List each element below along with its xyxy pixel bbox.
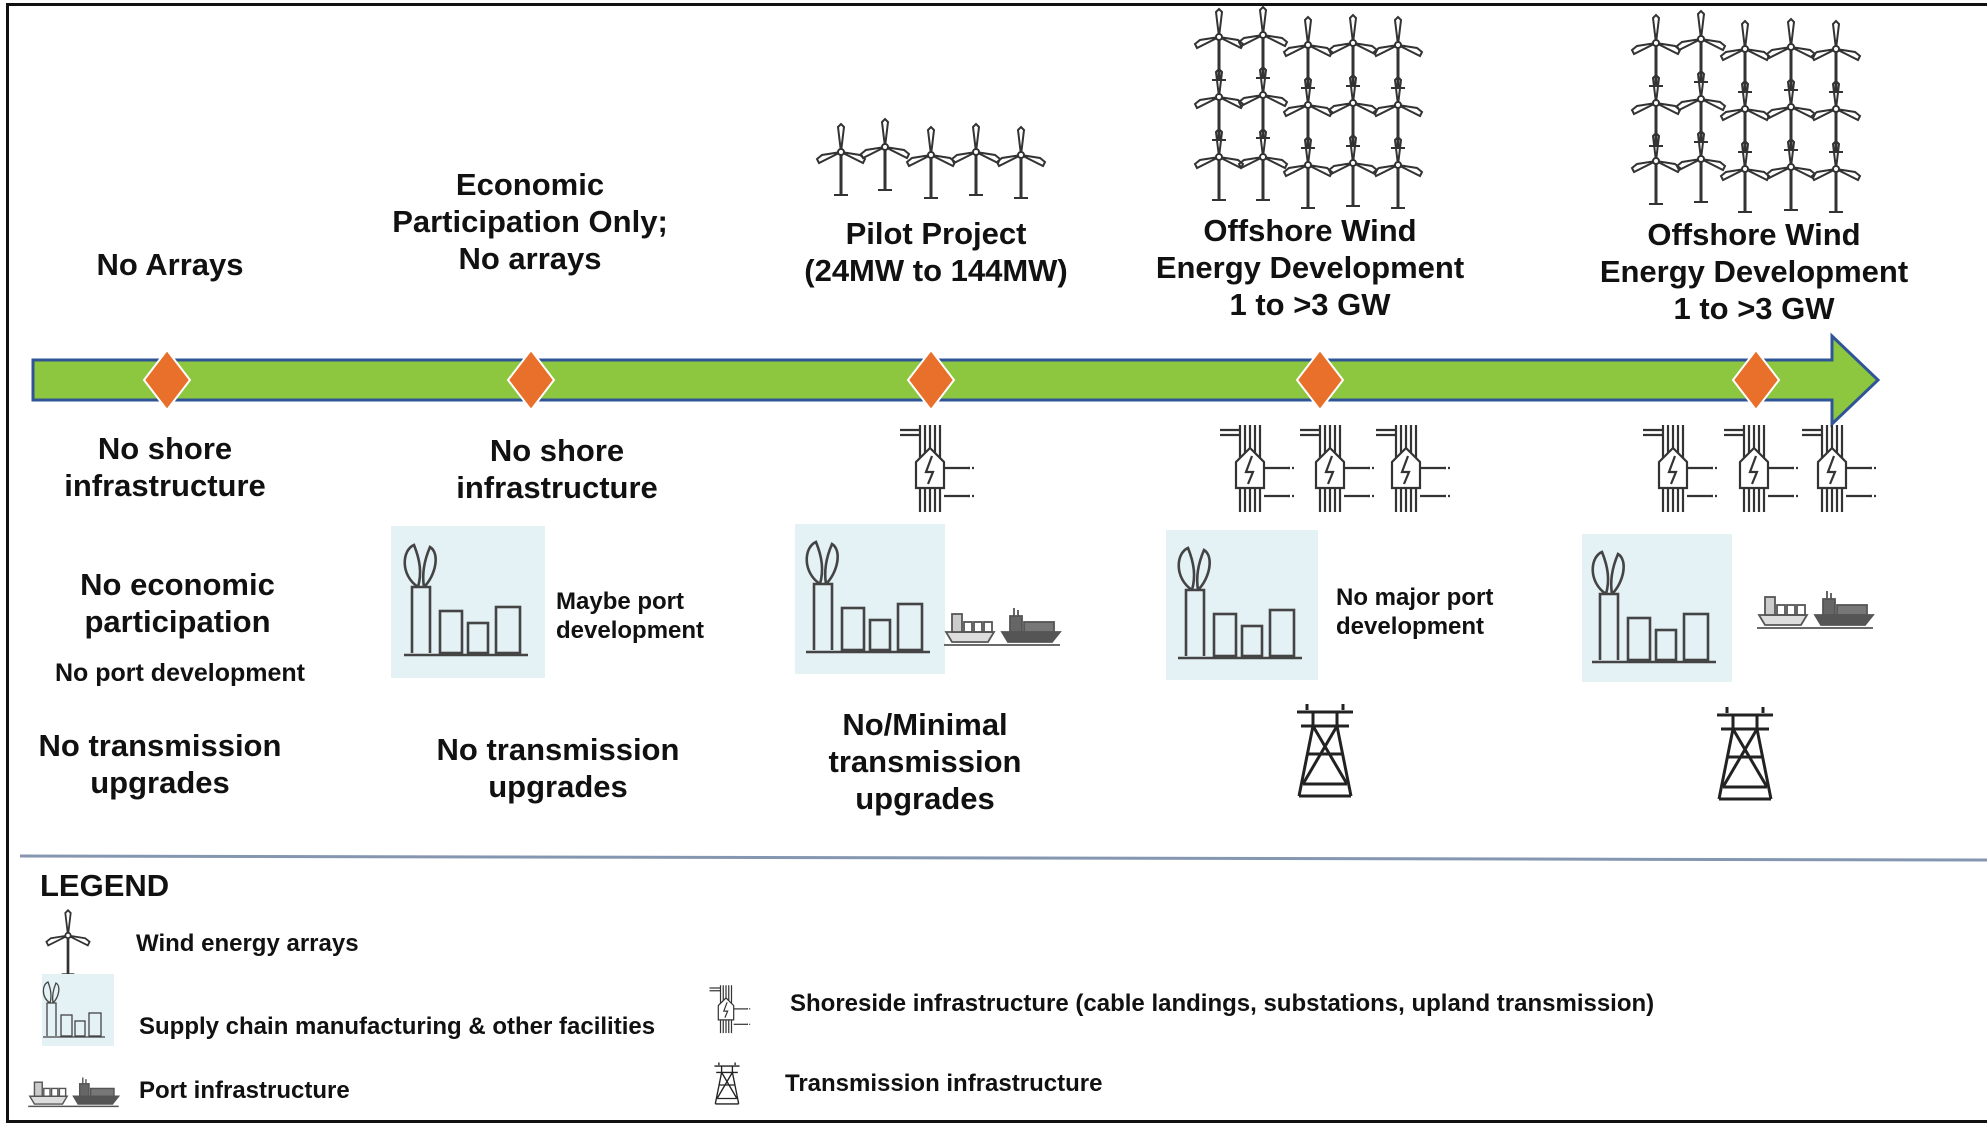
legend-label-port: Port infrastructure (139, 1077, 350, 1104)
stage-4-port-text: No major port development (1336, 584, 1494, 640)
stage-3-title: Pilot Project (24MW to 144MW) (804, 216, 1068, 289)
stage-1-shore-text: No shore infrastructure (64, 431, 266, 504)
stage-1-economic-text: No economic participation (80, 567, 275, 640)
substation-group-development-1 (1218, 423, 1452, 514)
stage-2-title: Economic Participation Only; No arrays (392, 167, 668, 277)
stage-1-port-text: No port development (54, 659, 305, 687)
factory-stage-2 (391, 526, 545, 678)
ships-stage-3 (943, 607, 1061, 646)
wind-array-development-2 (1630, 9, 1862, 214)
stage-2-port-text: Maybe port development (556, 588, 705, 644)
stage-4-title: Offshore Wind Energy Development 1 to >3… (1155, 213, 1465, 323)
stage-2-shore-text: No shore infrastructure (456, 433, 658, 506)
legend-label-supply-chain: Supply chain manufacturing & other facil… (139, 1013, 656, 1040)
milestone-3 (906, 348, 956, 412)
stage-2-transmission-text: No transmission upgrades (436, 732, 680, 805)
factory-stage-4 (1166, 530, 1318, 680)
stage-1-transmission-text: No transmission upgrades (38, 728, 282, 801)
wind-array-pilot (815, 117, 1047, 200)
legend-factory-icon (42, 974, 114, 1046)
stage-3-transmission-text: No/Minimal transmission upgrades (828, 707, 1022, 817)
legend-wind-turbine-icon (45, 908, 91, 976)
substation-group-development-2 (1641, 423, 1878, 514)
legend-ship-icon (27, 1076, 120, 1108)
legend-substation-icon (708, 984, 751, 1034)
legend-label-wind-arrays: Wind energy arrays (136, 930, 359, 957)
milestone-4 (1295, 348, 1345, 412)
legend-divider (19, 854, 1987, 862)
legend-transmission-tower-icon (713, 1061, 741, 1105)
factory-stage-5 (1582, 534, 1732, 682)
milestone-1 (142, 348, 192, 412)
ships-stage-5 (1756, 590, 1874, 629)
wind-array-development-1 (1193, 5, 1424, 210)
legend-title: LEGEND (40, 868, 170, 903)
legend-label-shoreside: Shoreside infrastructure (cable landings… (790, 990, 1655, 1017)
milestone-5 (1731, 348, 1781, 412)
substation-pilot (898, 423, 976, 514)
transmission-tower-stage-5 (1715, 705, 1775, 801)
milestone-2 (506, 348, 556, 412)
stage-1-title: No Arrays (96, 247, 244, 282)
transmission-tower-stage-4 (1295, 702, 1355, 798)
legend-label-transmission: Transmission infrastructure (785, 1070, 1103, 1097)
timeline-arrow (31, 332, 1881, 428)
factory-stage-3 (795, 524, 945, 674)
stage-5-title: Offshore Wind Energy Development 1 to >3… (1599, 217, 1909, 327)
